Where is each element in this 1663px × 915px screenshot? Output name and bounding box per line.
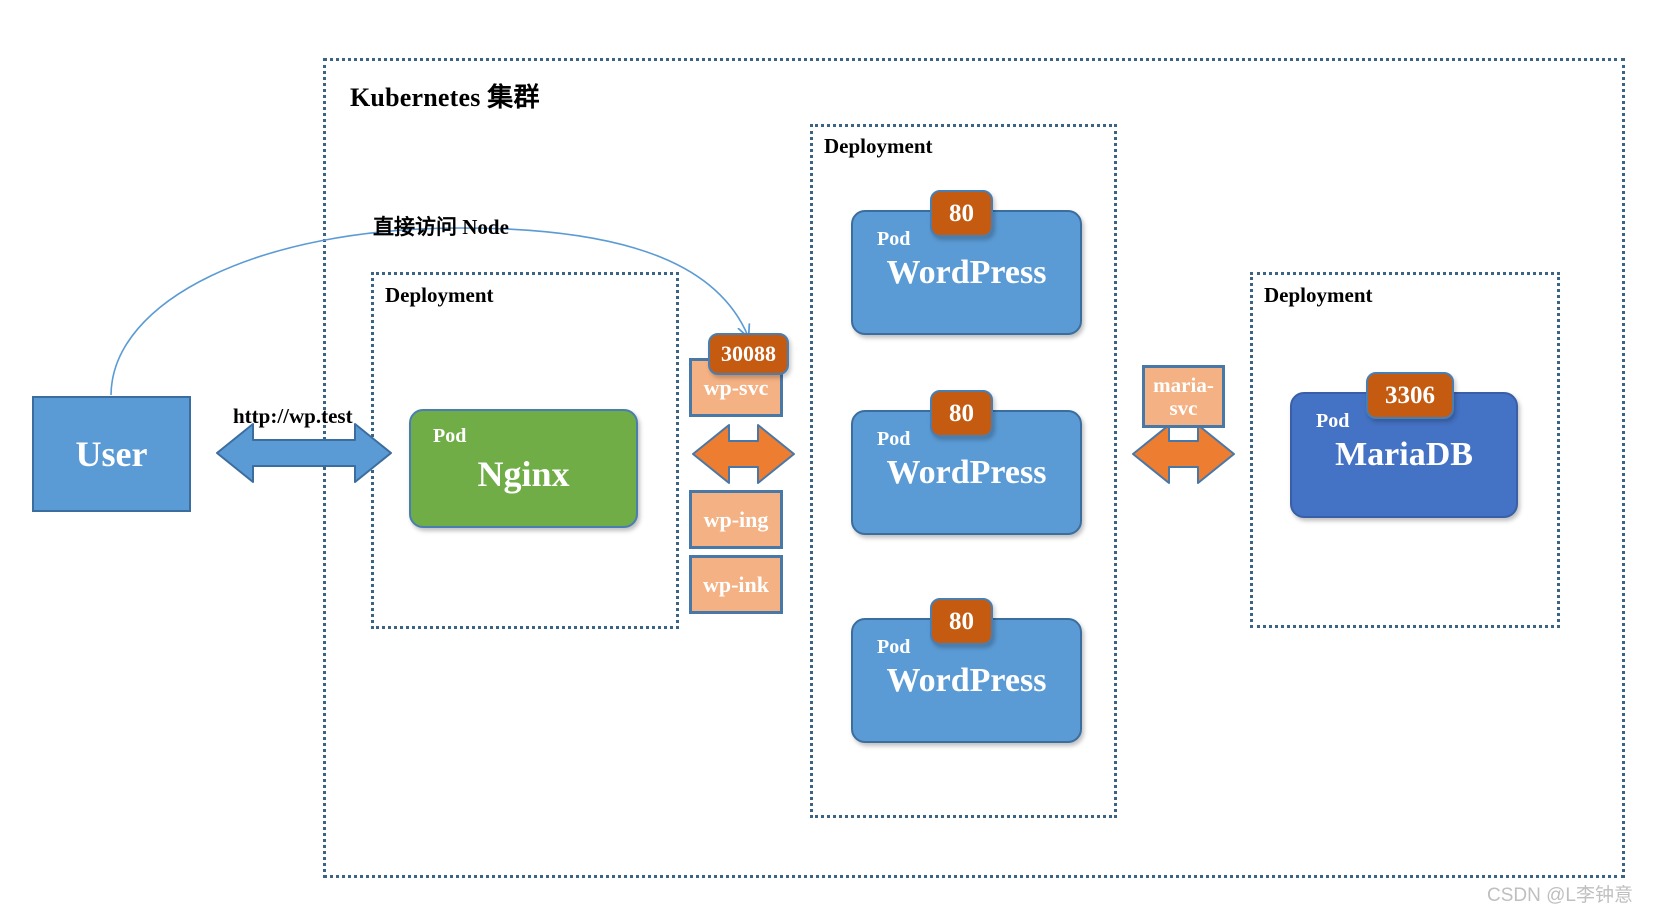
wordpress-pod-3-port-badge: 80	[930, 598, 993, 645]
service-wp-ink-label: wp-ink	[702, 571, 770, 597]
nginx-pod-name: Nginx	[477, 454, 570, 494]
service-wp-svc-label: wp-svc	[703, 374, 769, 400]
mariadb-pod-port-badge: 3306	[1366, 372, 1454, 419]
wordpress-pod-3-name: WordPress	[886, 662, 1047, 699]
service-wp-svc[interactable]: wp-svc	[689, 358, 783, 417]
wordpress-pod-1-name: WordPress	[886, 254, 1047, 291]
mariadb-deployment-boundary	[1250, 272, 1560, 628]
wordpress-pod-3-kind: Pod	[877, 636, 911, 658]
port-badge-30088-label: 30088	[721, 341, 776, 366]
wordpress-pod-1-port-label: 80	[949, 199, 974, 227]
nginx-pod[interactable]: Pod Nginx	[409, 409, 638, 528]
mariadb-pod-kind: Pod	[1316, 410, 1350, 432]
service-wp-ing[interactable]: wp-ing	[689, 490, 783, 549]
wordpress-deployment-title: Deployment	[824, 134, 933, 158]
nginx-pod-kind: Pod	[433, 425, 467, 447]
service-wp-ink[interactable]: wp-ink	[689, 555, 783, 614]
service-maria-svc-label: maria- svc	[1153, 372, 1214, 420]
wordpress-pod-2-name: WordPress	[886, 454, 1047, 491]
wordpress-pod-2-port-badge: 80	[930, 390, 993, 437]
mariadb-deployment-title: Deployment	[1264, 283, 1373, 307]
wordpress-pod-1-kind: Pod	[877, 228, 911, 250]
direct-node-access-label: 直接访问 Node	[373, 215, 509, 239]
wordpress-pod-2-port-label: 80	[949, 399, 974, 427]
port-badge-30088: 30088	[708, 333, 789, 375]
mariadb-pod-name: MariaDB	[1335, 436, 1473, 473]
cluster-title: Kubernetes 集群	[350, 83, 540, 112]
mariadb-pod-port-label: 3306	[1385, 381, 1435, 409]
wordpress-pod-2-kind: Pod	[877, 428, 911, 450]
nginx-deployment-title: Deployment	[385, 283, 494, 307]
wordpress-pod-1-port-badge: 80	[930, 190, 993, 237]
service-maria-svc[interactable]: maria- svc	[1142, 365, 1225, 428]
wordpress-deployment-boundary	[810, 124, 1117, 818]
watermark: CSDN @L李钟意	[1487, 885, 1633, 906]
wordpress-pod-3-port-label: 80	[949, 607, 974, 635]
service-wp-ing-label: wp-ing	[703, 506, 769, 532]
user-nginx-edge-label: http://wp.test	[233, 404, 353, 428]
user-node[interactable]: User	[32, 396, 191, 512]
user-label: User	[75, 434, 148, 474]
